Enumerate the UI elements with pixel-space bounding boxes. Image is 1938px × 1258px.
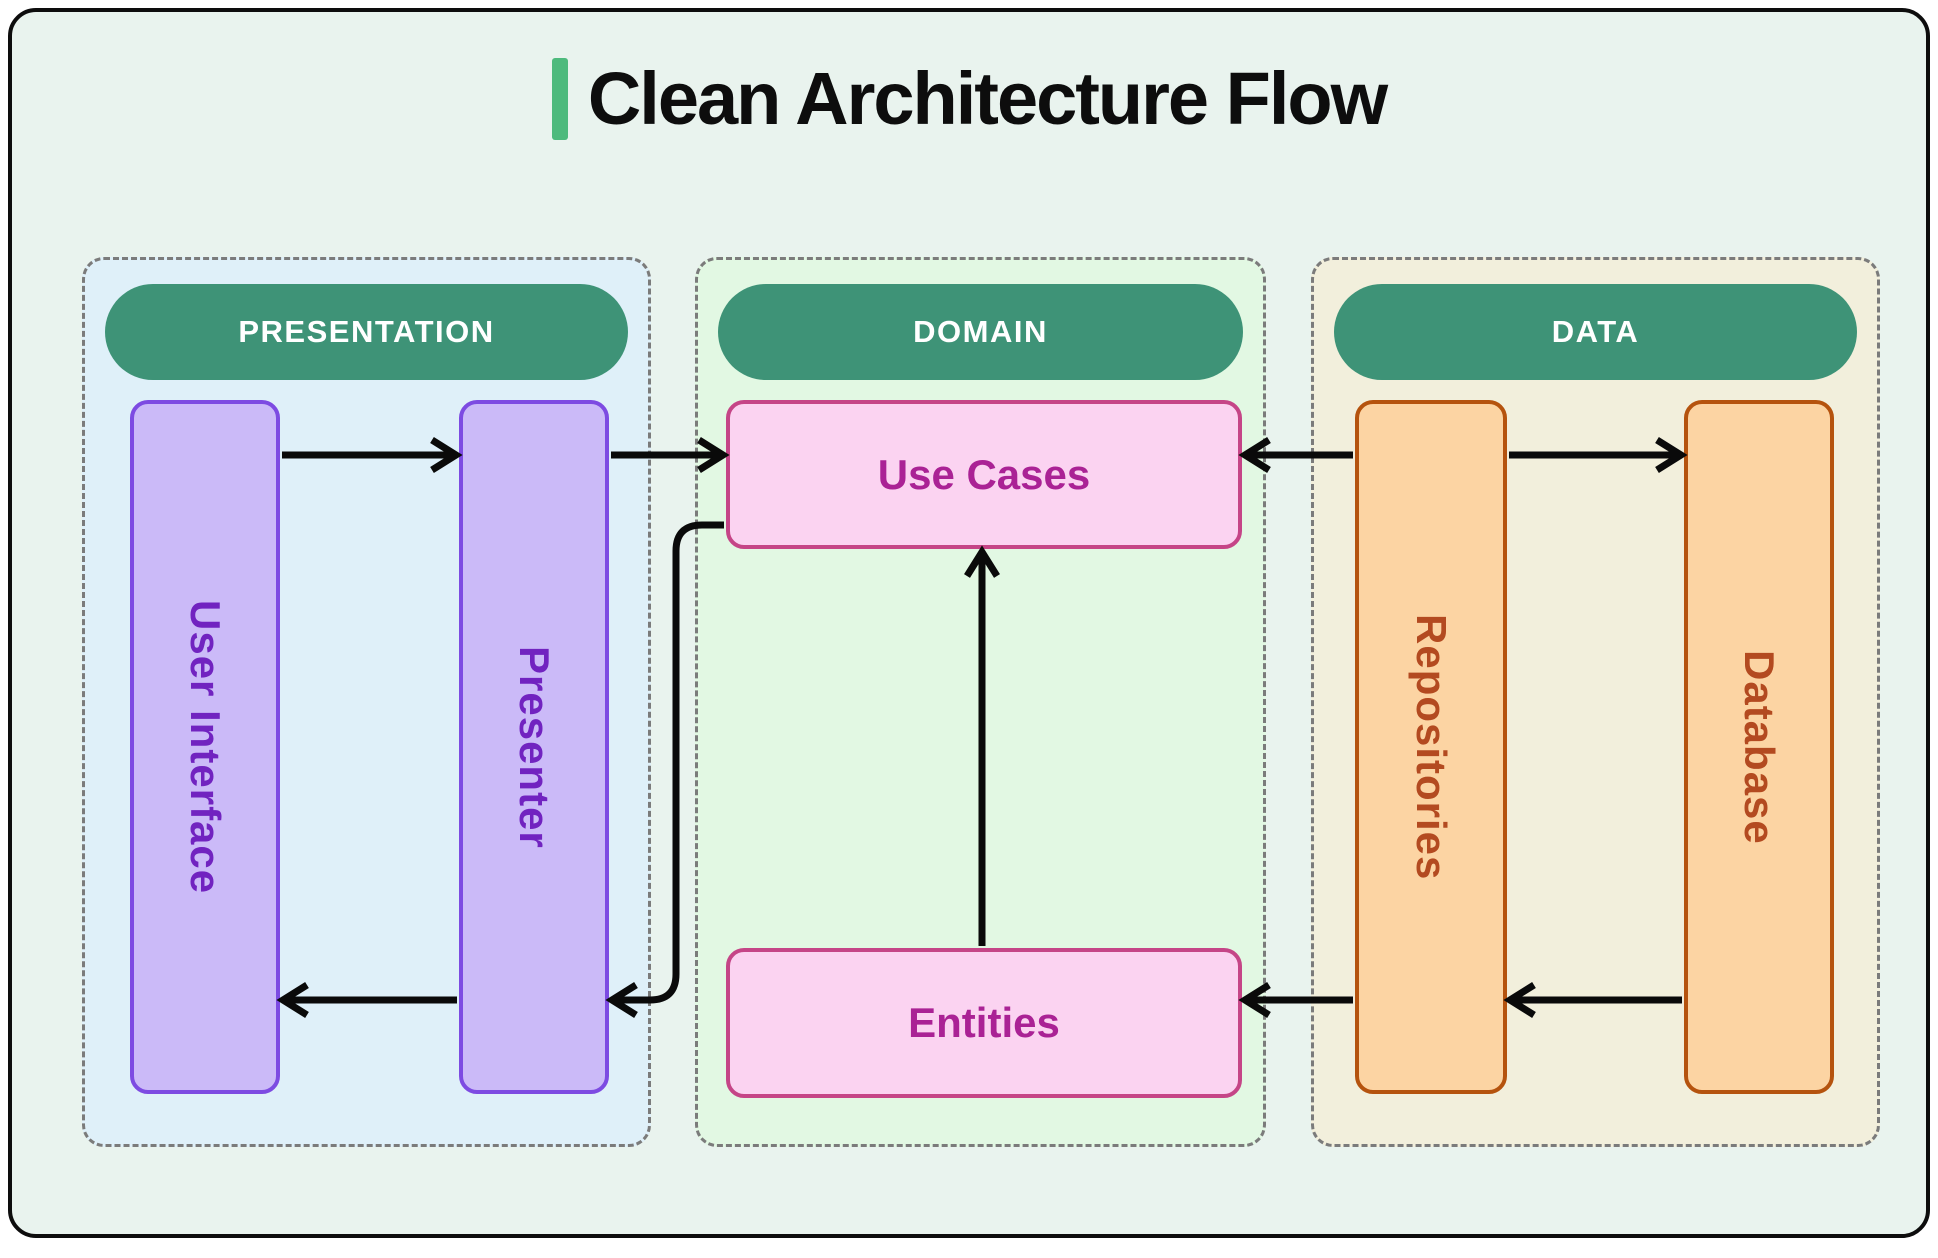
diagram-card: Clean Architecture Flow PRESENTATION DOM… [8, 8, 1930, 1238]
title-row: Clean Architecture Flow [12, 56, 1926, 141]
node-repositories-label: Repositories [1408, 613, 1455, 881]
node-entities: Entities [726, 948, 1242, 1098]
node-presenter: Presenter [459, 400, 609, 1094]
section-domain-header: DOMAIN [718, 284, 1243, 380]
node-use-cases: Use Cases [726, 400, 1242, 549]
section-data-header: DATA [1334, 284, 1857, 380]
section-domain-label: DOMAIN [913, 314, 1048, 349]
node-database: Database [1684, 400, 1834, 1094]
node-use-cases-label: Use Cases [877, 450, 1091, 498]
node-repositories: Repositories [1355, 400, 1507, 1094]
node-user-interface: User Interface [130, 400, 280, 1094]
node-presenter-label: Presenter [511, 645, 558, 849]
node-user-interface-label: User Interface [182, 599, 229, 895]
section-presentation-label: PRESENTATION [238, 314, 495, 349]
section-data-label: DATA [1551, 314, 1640, 349]
node-entities-label: Entities [908, 999, 1060, 1046]
page-title: Clean Architecture Flow [587, 57, 1388, 140]
title-accent-bar [551, 57, 568, 140]
section-presentation-header: PRESENTATION [105, 284, 628, 380]
node-database-label: Database [1736, 649, 1783, 845]
